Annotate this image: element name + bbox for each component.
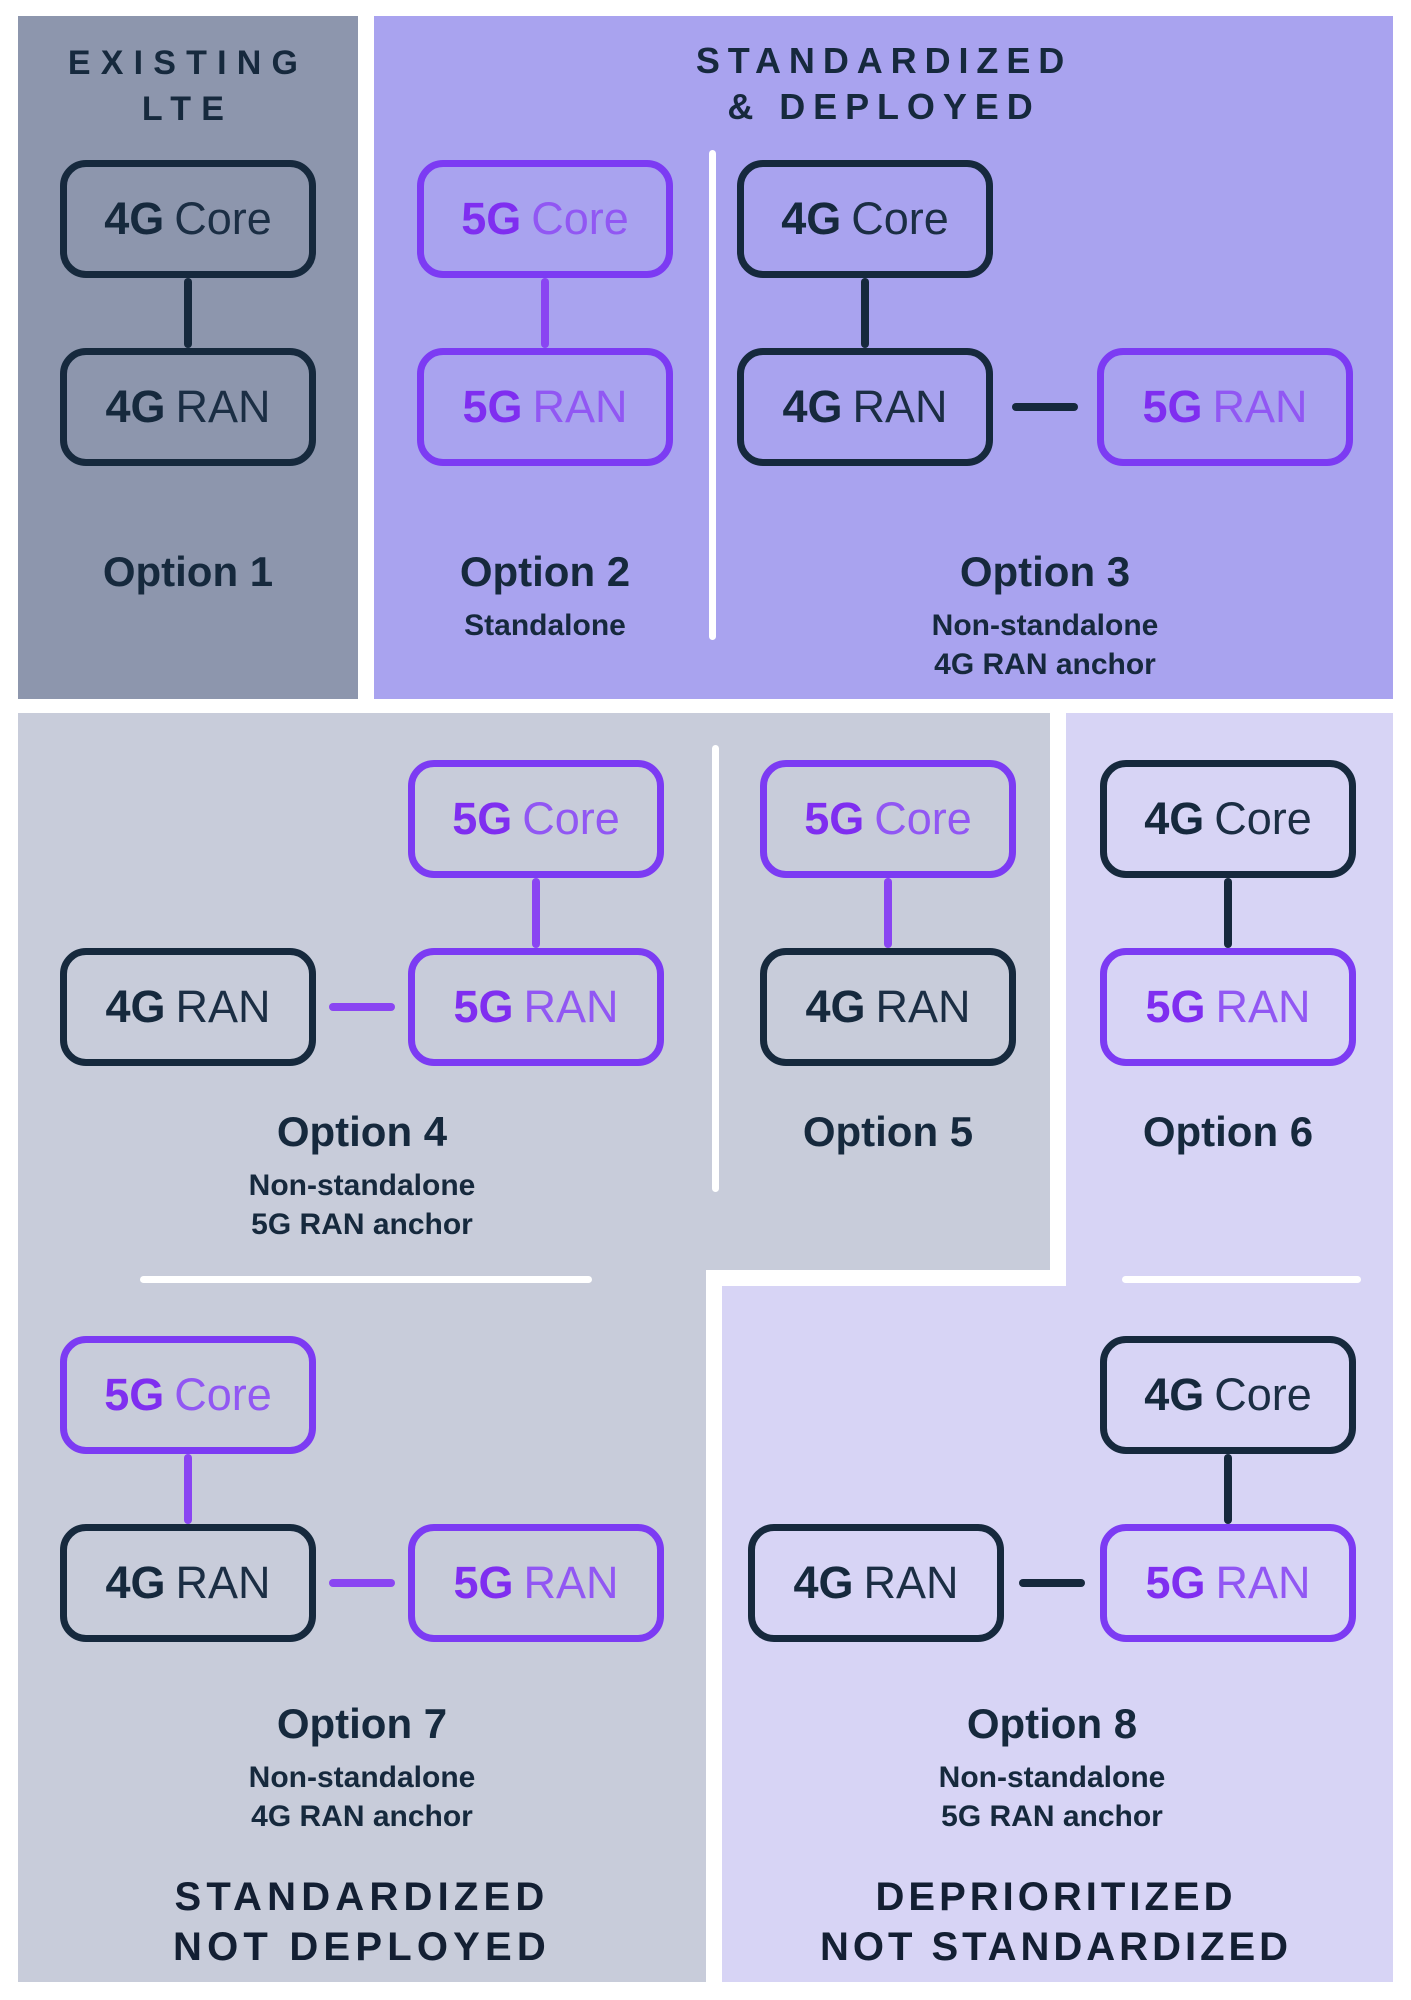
option6-5g-ran-box: 5G RAN [1100, 948, 1356, 1066]
option1-4g-ran-name: RAN [175, 381, 271, 432]
option8-4g-core-gen: 4G [1144, 1369, 1205, 1420]
option2-5g-ran-name: RAN [532, 381, 628, 432]
option1-4g-core-gen: 4G [104, 193, 165, 244]
option5-4g-ran-box: 4G RAN [760, 948, 1016, 1066]
option5-5g-core-gen: 5G [804, 793, 865, 844]
option7-5g-core-name: Core [174, 1369, 272, 1420]
option7-5g-ran-box: 5G RAN [408, 1524, 664, 1642]
standardized-deployed-title: STANDARDIZED & DEPLOYED [695, 40, 1073, 127]
option6-vertical-connector [1224, 878, 1232, 948]
option7-4g-ran-box: 4G RAN [60, 1524, 316, 1642]
option8-4g-ran-name: RAN [863, 1557, 959, 1608]
option3-4g-ran-name: RAN [852, 381, 948, 432]
option8-4g-core-name: Core [1214, 1369, 1312, 1420]
option2-5g-core-box: 5G Core [417, 160, 673, 278]
panel-standardized-not-deployed-tall [18, 713, 706, 1982]
option8-sublabel: Non-standalone 5G RAN anchor [938, 1761, 1166, 1833]
option5-5g-core-name: Core [874, 793, 972, 844]
option4-4g-ran-gen: 4G [105, 981, 166, 1032]
option3-4g-ran-gen: 4G [782, 381, 843, 432]
option4-4g-ran-box: 4G RAN [60, 948, 316, 1066]
option3-label: Option 3 [959, 548, 1131, 595]
option8-5g-ran-box: 5G RAN [1100, 1524, 1356, 1642]
option1-4g-ran-gen: 4G [105, 381, 166, 432]
option3-5g-ran-name: RAN [1212, 381, 1308, 432]
option3-horizontal-connector [1012, 403, 1078, 411]
option6-4g-core-gen: 4G [1144, 793, 1205, 844]
option1-vertical-connector [184, 278, 192, 348]
option4-vertical-connector [532, 878, 540, 948]
existing-lte-title: EXISTING LTE [67, 44, 309, 128]
option2-5g-ran-box: 5G RAN [417, 348, 673, 466]
option3-4g-core-box: 4G Core [737, 160, 993, 278]
option4-5g-ran-box: 5G RAN [408, 948, 664, 1066]
option2-label: Option 2 [459, 548, 631, 595]
option1-4g-ran-box: 4G RAN [60, 348, 316, 466]
option8-vertical-connector [1224, 1454, 1232, 1524]
option1-4g-core-box: 4G Core [60, 160, 316, 278]
option4-5g-ran-gen: 5G [453, 981, 514, 1032]
option2-5g-ran-gen: 5G [462, 381, 523, 432]
option7-4g-ran-gen: 4G [105, 1557, 166, 1608]
option3-5g-ran-box: 5G RAN [1097, 348, 1353, 466]
option8-5g-ran-name: RAN [1215, 1557, 1311, 1608]
option2-vertical-connector [541, 278, 549, 348]
option2-5g-core-name: Core [531, 193, 629, 244]
option7-vertical-connector [184, 1454, 192, 1524]
panel-standardized-deployed [374, 16, 1393, 699]
option1-4g-core-name: Core [174, 193, 272, 244]
panel-deprioritized-bottom [722, 1286, 1393, 1982]
option1-label: Option 1 [102, 548, 274, 595]
option5-4g-ran-gen: 4G [805, 981, 866, 1032]
option4-5g-core-gen: 5G [452, 793, 513, 844]
option3-5g-ran-gen: 5G [1142, 381, 1203, 432]
option7-sublabel: Non-standalone 4G RAN anchor [248, 1761, 476, 1833]
standardized-not-deployed-footer: STANDARDIZED NOT DEPLOYED [173, 1875, 551, 1969]
option8-horizontal-connector [1019, 1579, 1085, 1587]
option3-sublabel: Non-standalone 4G RAN anchor [931, 609, 1159, 681]
option3-4g-core-name: Core [851, 193, 949, 244]
option6-5g-ran-gen: 5G [1145, 981, 1206, 1032]
option5-5g-core-box: 5G Core [760, 760, 1016, 878]
option8-label: Option 8 [966, 1700, 1138, 1747]
option8-5g-ran-gen: 5G [1145, 1557, 1206, 1608]
option4-4g-ran-name: RAN [175, 981, 271, 1032]
option2-sublabel: Standalone [464, 609, 626, 642]
option4-5g-core-name: Core [522, 793, 620, 844]
option4-sublabel: Non-standalone 5G RAN anchor [248, 1169, 476, 1241]
option5-4g-ran-name: RAN [875, 981, 971, 1032]
option4-5g-core-box: 5G Core [408, 760, 664, 878]
divider-option2-option3 [709, 150, 716, 640]
option5-label: Option 5 [802, 1108, 974, 1155]
option3-4g-ran-box: 4G RAN [737, 348, 993, 466]
option4-label: Option 4 [276, 1108, 448, 1155]
deprioritized-footer: DEPRIORITIZED NOT STANDARDIZED [819, 1875, 1293, 1969]
option7-4g-ran-name: RAN [175, 1557, 271, 1608]
option5-vertical-connector [884, 878, 892, 948]
option7-5g-core-gen: 5G [104, 1369, 165, 1420]
option8-4g-core-box: 4G Core [1100, 1336, 1356, 1454]
option4-5g-ran-name: RAN [523, 981, 619, 1032]
separator-lavender-panel [1122, 1276, 1361, 1283]
option8-4g-ran-gen: 4G [793, 1557, 854, 1608]
option3-vertical-connector [861, 278, 869, 348]
option6-label: Option 6 [1142, 1108, 1314, 1155]
separator-gray-panel [140, 1276, 592, 1283]
option7-5g-ran-name: RAN [523, 1557, 619, 1608]
option8-4g-ran-box: 4G RAN [748, 1524, 1004, 1642]
option7-5g-core-box: 5G Core [60, 1336, 316, 1454]
divider-option4-option5 [712, 745, 719, 1192]
option6-5g-ran-name: RAN [1215, 981, 1311, 1032]
option7-label: Option 7 [276, 1700, 448, 1747]
option4-horizontal-connector [329, 1003, 395, 1011]
option2-5g-core-gen: 5G [461, 193, 522, 244]
option3-4g-core-gen: 4G [781, 193, 842, 244]
option7-horizontal-connector [329, 1579, 395, 1587]
option7-5g-ran-gen: 5G [453, 1557, 514, 1608]
option6-4g-core-name: Core [1214, 793, 1312, 844]
option6-4g-core-box: 4G Core [1100, 760, 1356, 878]
